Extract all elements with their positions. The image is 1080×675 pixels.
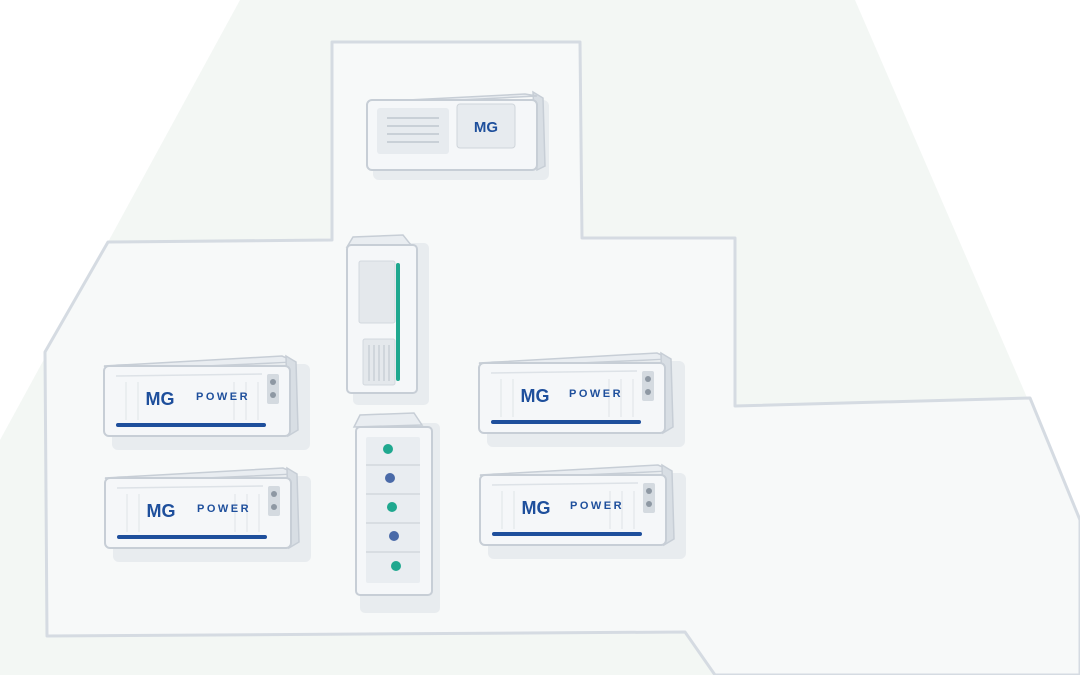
battery-logo-mark: MG [146,389,175,409]
battery-logo-word: POWER [569,388,623,400]
indicator-light-5 [391,561,401,571]
battery-unit-top-left: MG POWER [103,355,311,451]
indicator-light-1 [383,444,393,454]
inverter-unit [345,234,429,405]
inverter-status-bar [396,263,400,381]
battery-logo-word: POWER [197,503,251,515]
battery-logo-word: POWER [570,500,624,512]
controller-unit: MG [366,90,549,180]
indicator-column-unit [352,412,440,613]
battery-unit-bottom-left: MG POWER [104,467,312,563]
battery-logo-mark: MG [521,386,550,406]
battery-logo-word: POWER [196,391,250,403]
battery-unit-top-right: MG POWER [478,352,686,448]
battery-logo-mark: MG [522,498,551,518]
battery-unit-bottom-right: MG POWER [479,464,687,560]
battery-logo-mark: MG [147,501,176,521]
controller-logo: MG [474,119,498,136]
indicator-light-4 [389,531,399,541]
indicator-light-3 [387,502,397,512]
indicator-light-2 [385,473,395,483]
